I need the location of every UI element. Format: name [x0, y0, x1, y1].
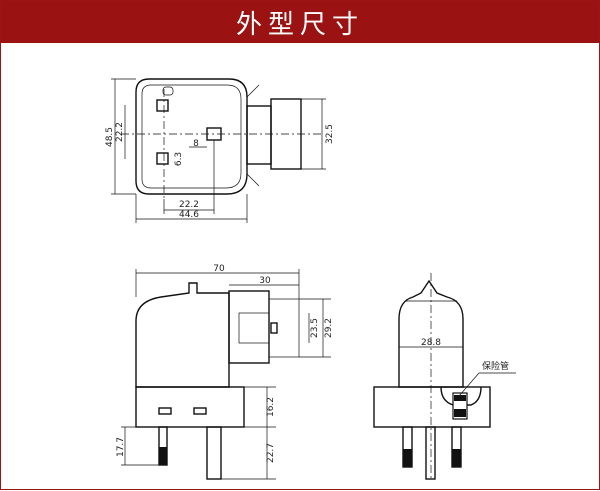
top-sleeve-chamfer-2: [246, 173, 260, 187]
dim-pin-right-length: 22.7: [266, 443, 276, 463]
top-sleeve-base: [246, 105, 272, 165]
dim-overall-width: 44.6: [179, 210, 199, 220]
dim-pin-left-length: 17.7: [116, 437, 126, 457]
side-body-outline: [135, 282, 230, 388]
side-slot-2: [193, 407, 207, 415]
top-body-inner: [141, 84, 242, 189]
side-pin-right: [206, 426, 222, 480]
dim-sleeve-height: 32.5: [325, 124, 335, 144]
top-pin-2: [156, 152, 169, 165]
dim-pin-width: 6.3: [174, 152, 184, 166]
side-sleeve-inner: [238, 312, 270, 344]
top-pin-1: [156, 99, 169, 112]
end-base: [373, 386, 491, 428]
side-pin-left-tip: [159, 447, 167, 465]
dim-base-height: 16.2: [266, 397, 276, 417]
dim-sleeve-inner: 23.5: [310, 318, 320, 338]
side-view: 70 30 23.5 29.2 16.2 17.7 22.7: [116, 264, 334, 480]
dim-sleeve-length: 30: [259, 276, 271, 286]
dim-pin-to-center: 8: [193, 139, 199, 149]
end-pin-left-tip: [403, 449, 412, 467]
side-base: [135, 386, 245, 428]
top-fuse-slot: [162, 86, 174, 96]
page-title: 外型尺寸: [235, 9, 364, 40]
end-fuse-cap-1: [454, 395, 466, 401]
dim-pin-spacing-h: 22.2: [179, 200, 199, 210]
top-view: 48.5 22.2 8 6.3 32.5 22.2 44.6: [105, 78, 335, 223]
fuse-leader-line: [458, 372, 480, 397]
dim-pin-spacing-v: 22.2: [115, 122, 125, 142]
side-sleeve-outer: [228, 290, 270, 364]
dim-overall-length: 70: [213, 264, 225, 274]
top-sleeve-chamfer-1: [246, 84, 260, 98]
side-slot-1: [158, 407, 172, 415]
end-view: 28.8 保险管: [373, 273, 516, 481]
end-fuse-cap-2: [454, 409, 466, 417]
end-pin-right-tip: [452, 449, 461, 467]
dim-overall-height: 48.5: [105, 127, 115, 147]
side-sleeve-notch: [270, 322, 278, 334]
top-body-outline: [135, 78, 248, 195]
title-bar: 外型尺寸: [1, 1, 599, 43]
fuse-label: 保险管: [482, 360, 509, 372]
dim-sleeve-outer: 29.2: [324, 318, 334, 338]
end-pin-mid: [425, 426, 436, 480]
dim-body-width: 28.8: [421, 338, 441, 348]
side-sleeve-end: [268, 298, 300, 358]
end-body-outline: [398, 279, 464, 388]
